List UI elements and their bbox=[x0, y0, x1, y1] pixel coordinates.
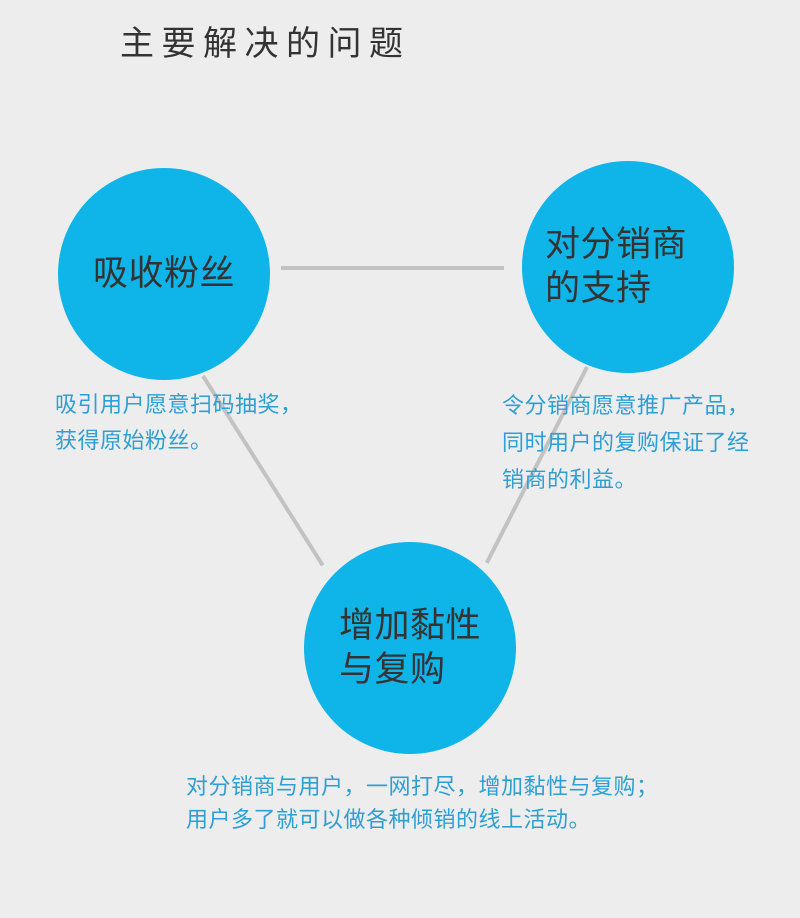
node-label-line: 对分销商 bbox=[544, 225, 687, 264]
node-absorb-fans: 吸收粉丝 bbox=[58, 168, 270, 380]
description-line: 用户多了就可以做各种倾销的线上活动。 bbox=[186, 807, 592, 832]
page-title: 主要解决的问题 bbox=[120, 25, 411, 63]
description-line: 对分销商与用户，一网打尽，增加黏性与复购； bbox=[186, 774, 659, 799]
description-line: 同时用户的复购保证了经 bbox=[502, 430, 750, 455]
description-line: 吸引用户愿意扫码抽奖， bbox=[55, 392, 303, 417]
node-absorb-fans-label: 吸收粉丝 bbox=[93, 252, 235, 296]
node-distributor-support: 对分销商 的支持 bbox=[522, 161, 734, 373]
node-label-line: 与复购 bbox=[338, 650, 446, 689]
description-line: 令分销商愿意推广产品， bbox=[502, 393, 750, 418]
connector-left-right-line bbox=[281, 266, 504, 270]
node-stickiness-repurchase-label: 增加黏性 与复购 bbox=[339, 604, 481, 692]
description-absorb-fans: 吸引用户愿意扫码抽奖， 获得原始粉丝。 bbox=[55, 387, 303, 459]
node-label-line: 的支持 bbox=[544, 269, 652, 308]
description-line: 销商的利益。 bbox=[502, 467, 638, 492]
node-label-line: 增加黏性 bbox=[338, 606, 481, 645]
description-stickiness-repurchase: 对分销商与用户，一网打尽，增加黏性与复购； 用户多了就可以做各种倾销的线上活动。 bbox=[186, 770, 659, 836]
node-distributor-support-label: 对分销商 的支持 bbox=[545, 223, 687, 311]
node-label-line: 吸收粉丝 bbox=[92, 254, 235, 293]
description-line: 获得原始粉丝。 bbox=[55, 428, 213, 453]
description-distributor-support: 令分销商愿意推广产品， 同时用户的复购保证了经 销商的利益。 bbox=[502, 387, 750, 498]
node-stickiness-repurchase: 增加黏性 与复购 bbox=[304, 542, 516, 754]
